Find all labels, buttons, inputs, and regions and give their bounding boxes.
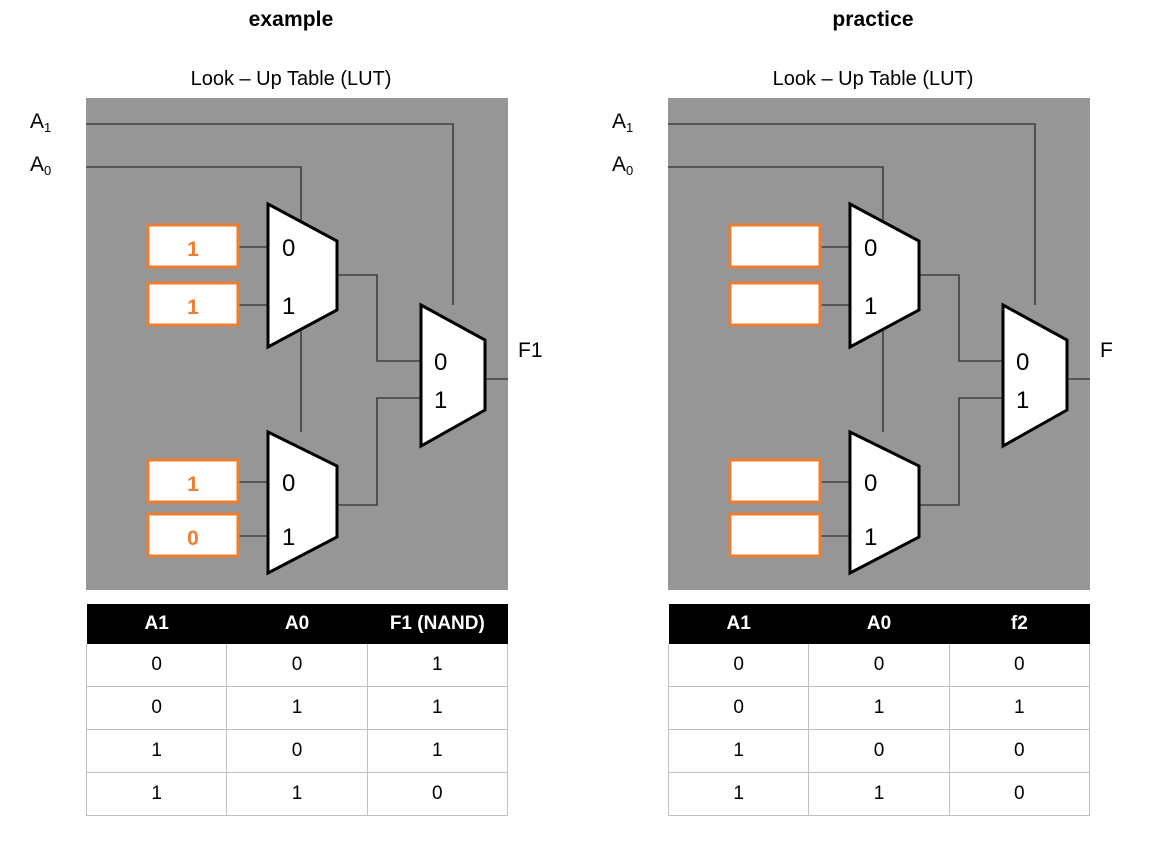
col-header-a1: A1	[668, 604, 809, 644]
mux-c-port-0: 0	[434, 349, 447, 376]
cell-a0: 0	[226, 729, 368, 773]
mux-a-port-1: 1	[282, 293, 295, 320]
table-row: 1 1 0	[85, 772, 509, 816]
lut-value-box-0	[728, 223, 822, 269]
input-label-a1: A1	[30, 110, 52, 135]
cell-out: 0	[366, 772, 509, 816]
table-row: 1 1 0	[667, 772, 1091, 816]
cell-out: 0	[948, 772, 1091, 816]
mux-c: 0 1	[419, 302, 487, 449]
cell-a0: 0	[808, 644, 950, 687]
lut-value-box-0: 1	[146, 223, 240, 269]
truth-table-example: A1 A0 F1 (NAND) 0 0 1 0 1 1 1 0 1 1	[85, 604, 509, 816]
table-header-row: A1 A0 f2	[668, 604, 1090, 644]
cell-a0: 1	[226, 686, 368, 730]
cell-a0: 1	[808, 686, 950, 730]
col-header-out: F1 (NAND)	[367, 604, 508, 644]
wire-a0	[86, 166, 302, 432]
lut-value-box-2	[728, 458, 822, 504]
practice-panel: practice Look – Up Table (LUT) A1 A0 F	[582, 0, 1164, 850]
table-row: 1 0 0	[667, 729, 1091, 773]
wire-lut-inputs	[820, 246, 850, 537]
cell-out: 1	[366, 729, 509, 773]
section-title-practice: practice	[832, 8, 914, 31]
mux-c-port-1: 1	[1016, 387, 1029, 414]
lut-diagram-practice: 0 1 0 1 0 1	[668, 98, 1090, 590]
lut-value-box-1	[728, 281, 822, 327]
wire-muxb-out	[337, 397, 421, 506]
mux-a-port-1: 1	[864, 293, 877, 320]
mux-c: 0 1	[1001, 302, 1069, 449]
table-row: 0 0 0	[667, 644, 1091, 687]
lut-title-example: Look – Up Table (LUT)	[190, 68, 392, 90]
cell-out: 1	[366, 644, 509, 687]
wire-muxb-out	[919, 397, 1003, 506]
cell-a0: 1	[808, 772, 950, 816]
mux-b: 0 1	[848, 429, 921, 576]
mux-b-port-0: 0	[864, 470, 877, 497]
table-row: 0 1 1	[85, 686, 509, 730]
lut-value-1: 1	[187, 296, 199, 319]
lut-value-box-3: 0	[146, 512, 240, 558]
cell-out: 1	[948, 686, 1091, 730]
cell-a0: 0	[226, 644, 368, 687]
cell-a1: 0	[85, 644, 228, 687]
wire-lut-inputs	[238, 246, 268, 537]
lut-value-box-3	[728, 512, 822, 558]
input-label-a1: A1	[612, 110, 634, 135]
table-header-row: A1 A0 F1 (NAND)	[86, 604, 508, 644]
mux-b: 0 1	[266, 429, 339, 576]
cell-a0: 1	[226, 772, 368, 816]
table-row: 0 0 1	[85, 644, 509, 687]
cell-a1: 1	[85, 772, 228, 816]
lut-diagram-example: 0 1 0 1 0 1 1 1	[86, 98, 508, 590]
cell-a1: 0	[667, 644, 810, 687]
table-row: 1 0 1	[85, 729, 509, 773]
col-header-a1: A1	[86, 604, 227, 644]
mux-b-port-1: 1	[282, 524, 295, 551]
cell-out: 0	[948, 729, 1091, 773]
example-panel: example Look – Up Table (LUT) A1 A0 F1	[30, 8, 543, 816]
cell-a1: 1	[667, 729, 810, 773]
lut-value-box-1: 1	[146, 281, 240, 327]
lut-value-2: 1	[187, 473, 199, 496]
mux-b-port-0: 0	[282, 470, 295, 497]
cell-a0: 0	[808, 729, 950, 773]
lut-value-box-2: 1	[146, 458, 240, 504]
input-label-a0: A0	[612, 153, 634, 178]
table-row: 0 1 1	[667, 686, 1091, 730]
wire-a1	[86, 123, 454, 305]
col-header-a0: A0	[808, 604, 950, 644]
lut-value-3: 0	[187, 527, 199, 550]
mux-a: 0 1	[266, 201, 339, 350]
input-label-a0: A0	[30, 153, 52, 178]
wire-a0	[668, 166, 884, 432]
lut-value-0: 1	[187, 238, 199, 261]
cell-a1: 0	[667, 686, 810, 730]
mux-a: 0 1	[848, 201, 921, 350]
mux-b-port-1: 1	[864, 524, 877, 551]
output-label-f1: F1	[518, 339, 543, 362]
cell-a1: 1	[85, 729, 228, 773]
truth-table-practice: A1 A0 f2 0 0 0 0 1 1 1 0 0 1 1	[667, 604, 1091, 816]
cell-out: 0	[948, 644, 1091, 687]
cell-a1: 1	[667, 772, 810, 816]
mux-a-port-0: 0	[282, 235, 295, 262]
mux-a-port-0: 0	[864, 235, 877, 262]
output-label-f: F	[1100, 339, 1113, 362]
wire-muxa-out	[919, 274, 1003, 362]
wire-a1	[668, 123, 1036, 305]
wire-muxa-out	[337, 274, 421, 362]
col-header-a0: A0	[226, 604, 368, 644]
section-title-example: example	[248, 8, 334, 31]
mux-c-port-0: 0	[1016, 349, 1029, 376]
col-header-out: f2	[949, 604, 1090, 644]
mux-c-port-1: 1	[434, 387, 447, 414]
cell-out: 1	[366, 686, 509, 730]
lut-title-practice: Look – Up Table (LUT)	[772, 68, 974, 90]
cell-a1: 0	[85, 686, 228, 730]
